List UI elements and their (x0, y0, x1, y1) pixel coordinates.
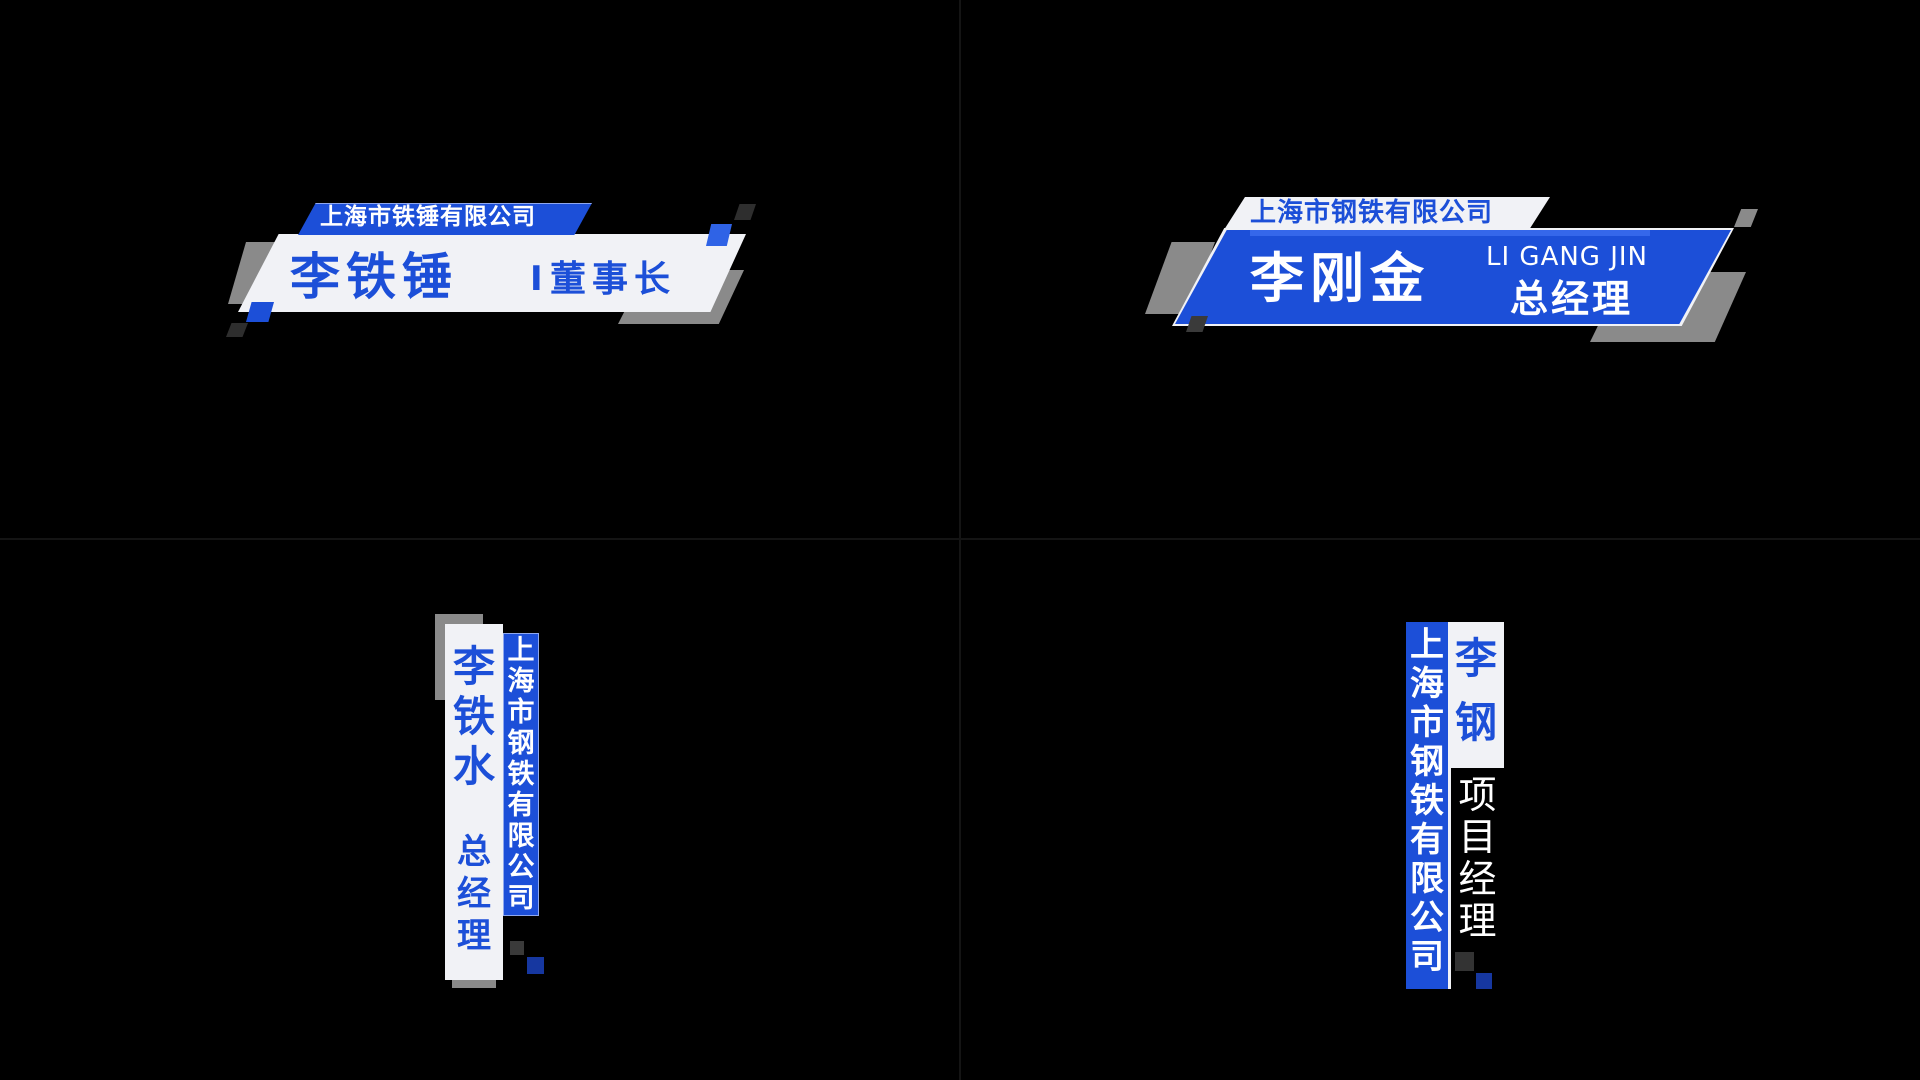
name-bar-highlight (1250, 230, 1650, 236)
gray-square-decor (1734, 209, 1758, 227)
company-name: 上海市钢铁有限公司 (1250, 198, 1494, 228)
job-title: 总经理 (1510, 277, 1634, 321)
name-column (445, 624, 503, 980)
quadrant-divider-horizontal (0, 538, 1920, 540)
job-title-vertical: 总 经 理 (457, 832, 491, 956)
person-name: 李铁锤 (290, 248, 458, 306)
person-name-vertical: 李 钢 (1454, 634, 1497, 747)
gray-accent-bottom (452, 978, 496, 988)
company-tag (298, 203, 592, 235)
name-bar (238, 234, 746, 312)
dark-square-decor (1186, 316, 1208, 332)
divider-line (1448, 768, 1451, 989)
company-tag (1222, 197, 1550, 233)
dark-square-decor (1455, 952, 1474, 971)
job-title-vertical: 项 目 经 理 (1458, 773, 1497, 943)
name-block (1448, 622, 1504, 768)
company-column (1406, 622, 1448, 989)
dark-square-decor (734, 204, 756, 220)
person-pinyin: LI GANG JIN (1486, 242, 1648, 272)
company-name-vertical: 上 海 市 钢 铁 有 限 公 司 (1410, 625, 1444, 977)
company-name: 上海市铁锤有限公司 (320, 204, 536, 230)
person-name-vertical: 李 铁 水 (452, 642, 495, 791)
quadrant-divider-vertical (959, 0, 961, 1080)
blue-square-decor (706, 224, 732, 246)
person-name: 李刚金 (1250, 247, 1430, 310)
blue-square-decor (1476, 973, 1492, 989)
company-name-vertical: 上 海 市 钢 铁 有 限 公 司 (507, 635, 535, 914)
blue-square-decor (246, 302, 274, 322)
title-separator: I (530, 259, 543, 299)
job-title: 董事长 (550, 259, 677, 300)
dark-square-decor (510, 941, 524, 955)
name-bar-fill (1175, 230, 1731, 324)
blue-square-decor (527, 957, 544, 974)
dark-square-decor (226, 323, 248, 337)
company-column (503, 633, 539, 916)
